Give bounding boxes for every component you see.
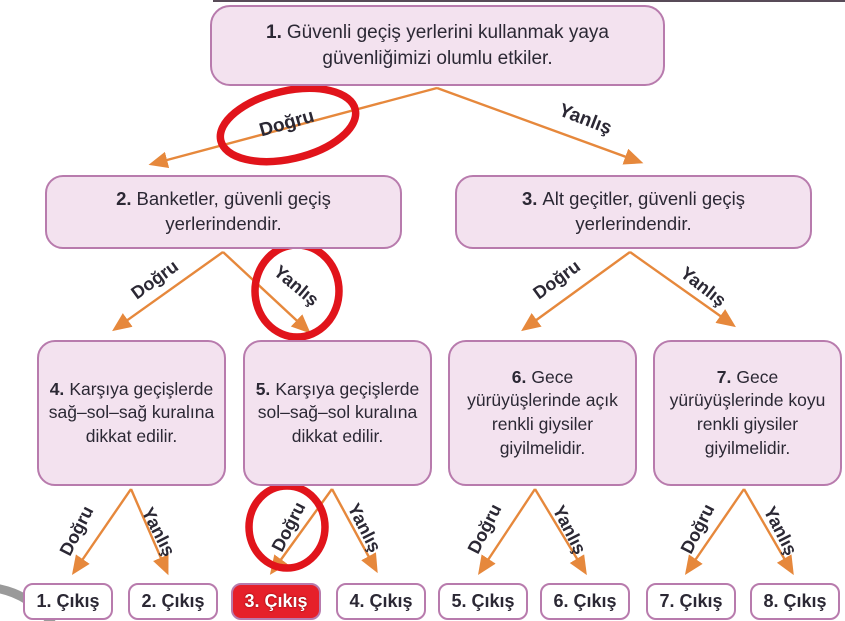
edge-label-3-yanlis: Yanlış bbox=[676, 262, 730, 311]
edge-label-1-dogru: Doğru bbox=[257, 105, 317, 142]
edge-label-5-dogru: Doğru bbox=[267, 498, 310, 555]
node-2-number: 2. bbox=[116, 188, 132, 210]
edge-label-1-yanlis: Yanlış bbox=[555, 99, 615, 140]
exit-4: 4. Çıkış bbox=[336, 583, 426, 620]
exit-1: 1. Çıkış bbox=[23, 583, 113, 620]
branch-arrows bbox=[71, 86, 794, 576]
node-3: 3.Alt geçitler, güvenli geçiş yerlerinde… bbox=[455, 175, 812, 249]
exit-2: 2. Çıkış bbox=[128, 583, 218, 620]
node-2: 2.Banketler, güvenli geçiş yerlerindendi… bbox=[45, 175, 402, 249]
node-6: 6.Gece yürüyüşlerinde açık renkli giysil… bbox=[448, 340, 637, 486]
edge-label-7-dogru: Doğru bbox=[676, 500, 719, 557]
node-6-text: 6.Gece yürüyüşlerinde açık renkli giysil… bbox=[467, 366, 618, 458]
edge-label-7-yanlis: Yanlış bbox=[759, 503, 802, 559]
exit-6: 6. Çıkış bbox=[540, 583, 630, 620]
answer-circles bbox=[216, 84, 360, 572]
exit-7: 7. Çıkış bbox=[646, 583, 736, 620]
node-5-number: 5. bbox=[255, 378, 271, 399]
edge-label-6-yanlis: Yanlış bbox=[548, 502, 591, 558]
node-3-text: 3.Alt geçitler, güvenli geçiş yerlerinde… bbox=[521, 188, 746, 234]
node-4: 4.Karşıya geçişlerde sağ–sol–sağ kuralın… bbox=[37, 340, 226, 486]
edge-label-3-dogru: Doğru bbox=[529, 255, 585, 304]
node-3-number: 3. bbox=[521, 188, 538, 210]
node-6-number: 6. bbox=[511, 366, 527, 387]
node-4-text: 4.Karşıya geçişlerde sağ–sol–sağ kuralın… bbox=[48, 378, 215, 446]
exit-3: 3. Çıkış bbox=[231, 583, 321, 620]
edge-label-5-yanlis: Yanlış bbox=[343, 500, 386, 556]
page-edge-line bbox=[213, 0, 845, 2]
edge-label-6-dogru: Doğru bbox=[463, 500, 506, 557]
node-7: 7.Gece yürüyüşlerinde koyu renkli giysil… bbox=[653, 340, 842, 486]
node-1-text: 1.Güvenli geçiş yerlerini kullanmak yaya… bbox=[266, 21, 609, 69]
node-2-text: 2.Banketler, güvenli geçiş yerlerindendi… bbox=[116, 188, 331, 234]
node-5: 5.Karşıya geçişlerde sol–sağ–sol kuralın… bbox=[243, 340, 432, 486]
node-5-text: 5.Karşıya geçişlerde sol–sağ–sol kuralın… bbox=[255, 378, 420, 446]
edge-label-4-dogru: Doğru bbox=[55, 502, 98, 559]
node-1: 1.Güvenli geçiş yerlerini kullanmak yaya… bbox=[210, 5, 665, 86]
edge-label-4-yanlis: Yanlış bbox=[137, 504, 180, 560]
exit-8: 8. Çıkış bbox=[750, 583, 840, 620]
node-4-number: 4. bbox=[49, 378, 65, 399]
node-7-text: 7.Gece yürüyüşlerinde koyu renkli giysil… bbox=[669, 366, 826, 458]
edge-label-2-dogru: Doğru bbox=[127, 255, 183, 304]
exit-5: 5. Çıkış bbox=[438, 583, 528, 620]
edge-label-2-yanlis: Yanlış bbox=[269, 261, 323, 310]
node-1-number: 1. bbox=[266, 21, 282, 43]
node-7-number: 7. bbox=[716, 366, 732, 387]
